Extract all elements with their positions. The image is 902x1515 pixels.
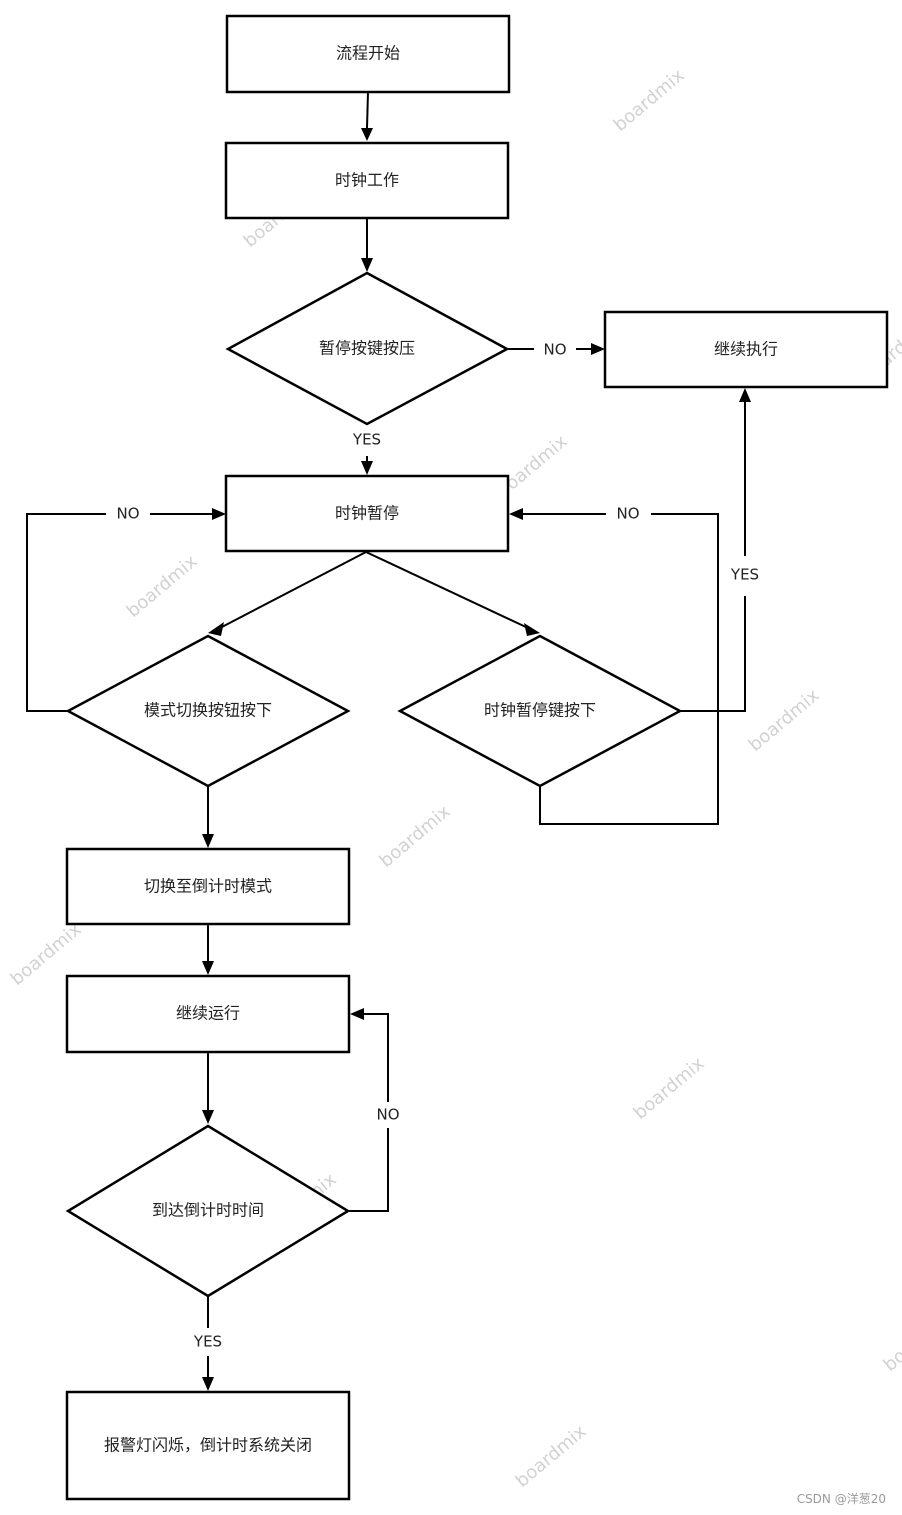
arrowhead-diag-left [208,622,224,636]
node-countdown-reached: 到达倒计时时间 [65,1124,351,1298]
arrowhead-down [202,1377,214,1391]
watermark: boardmix [376,801,455,872]
node-pause-pressed-label: 暂停按键按压 [319,339,415,358]
node-start-label: 流程开始 [336,44,400,63]
arrowhead-down [202,834,214,848]
edge-label-mode-no: NO [116,505,139,523]
node-switch-countdown: 切换至倒计时模式 [65,847,351,926]
arrowhead-right [591,343,605,355]
node-start: 流程开始 [225,14,511,94]
edge-labels: NO YES NO NO YES NO YES [116,341,759,1351]
arrowhead-up [739,388,751,402]
node-mode-switch-pressed: 模式切换按钮按下 [65,634,351,788]
csdn-credit: CSDN @洋葱20 [797,1491,886,1506]
edge-countdown-no [348,1128,389,1212]
node-alarm: 报警灯闪烁，倒计时系统关闭 [65,1390,351,1501]
arrowhead-down [202,1110,214,1124]
node-clock-pause-key-pressed-label: 时钟暂停键按下 [484,701,596,720]
node-continue-exec: 继续执行 [603,310,889,389]
edge-label-pausekey-no: NO [616,505,639,523]
arrowhead-left [350,1008,364,1020]
edge-paused-to-mode [219,551,367,629]
arrowheads [202,128,751,1391]
watermark: boardmix [123,551,202,622]
edge-pausekey-yes [680,596,746,712]
edge-label-pause-yes: YES [352,431,381,449]
arrowhead-down [202,961,214,975]
node-continue-running: 继续运行 [65,974,351,1054]
node-clock-paused-label: 时钟暂停 [335,504,399,523]
node-continue-running-label: 继续运行 [176,1004,240,1023]
node-clock-work-label: 时钟工作 [335,171,399,190]
watermark: boardmix [610,65,689,136]
node-switch-countdown-label: 切换至倒计时模式 [144,877,272,896]
edge-label-pausekey-yes: YES [730,566,759,584]
watermark: boardmix [745,685,824,756]
edge-paused-to-pausekey [365,551,529,629]
node-clock-paused: 时钟暂停 [224,474,510,553]
watermarks: boardmix boardmix boardmix boardmix boar… [7,65,902,1492]
node-continue-exec-label: 继续执行 [714,340,778,359]
node-mode-switch-pressed-label: 模式切换按钮按下 [144,701,272,720]
arrowhead-right [212,508,226,520]
arrowhead-diag-right [524,623,540,636]
edge-mode-no [26,513,106,712]
node-alarm-label: 报警灯闪烁，倒计时系统关闭 [104,1436,312,1455]
edge-start-to-clock [366,91,369,129]
connectors [26,91,746,1378]
edge-label-countdown-no: NO [376,1106,399,1124]
arrowhead-down [361,128,373,141]
watermark: boardmix [880,1305,902,1376]
edge-countdown-no [364,1013,389,1102]
edge-label-countdown-yes: YES [193,1333,222,1351]
edge-label-pause-no: NO [543,341,566,359]
watermark: boardmix [630,1053,709,1124]
arrowhead-down [361,461,373,475]
node-countdown-reached-label: 到达倒计时时间 [152,1201,264,1220]
arrowhead-down [361,258,373,272]
node-clock-pause-key-pressed: 时钟暂停键按下 [397,634,683,788]
node-clock-work: 时钟工作 [224,141,510,220]
watermark: boardmix [512,1421,591,1492]
arrowhead-left [509,508,523,520]
node-pause-pressed: 暂停按键按压 [225,271,510,426]
edge-pausekey-no [539,513,719,825]
